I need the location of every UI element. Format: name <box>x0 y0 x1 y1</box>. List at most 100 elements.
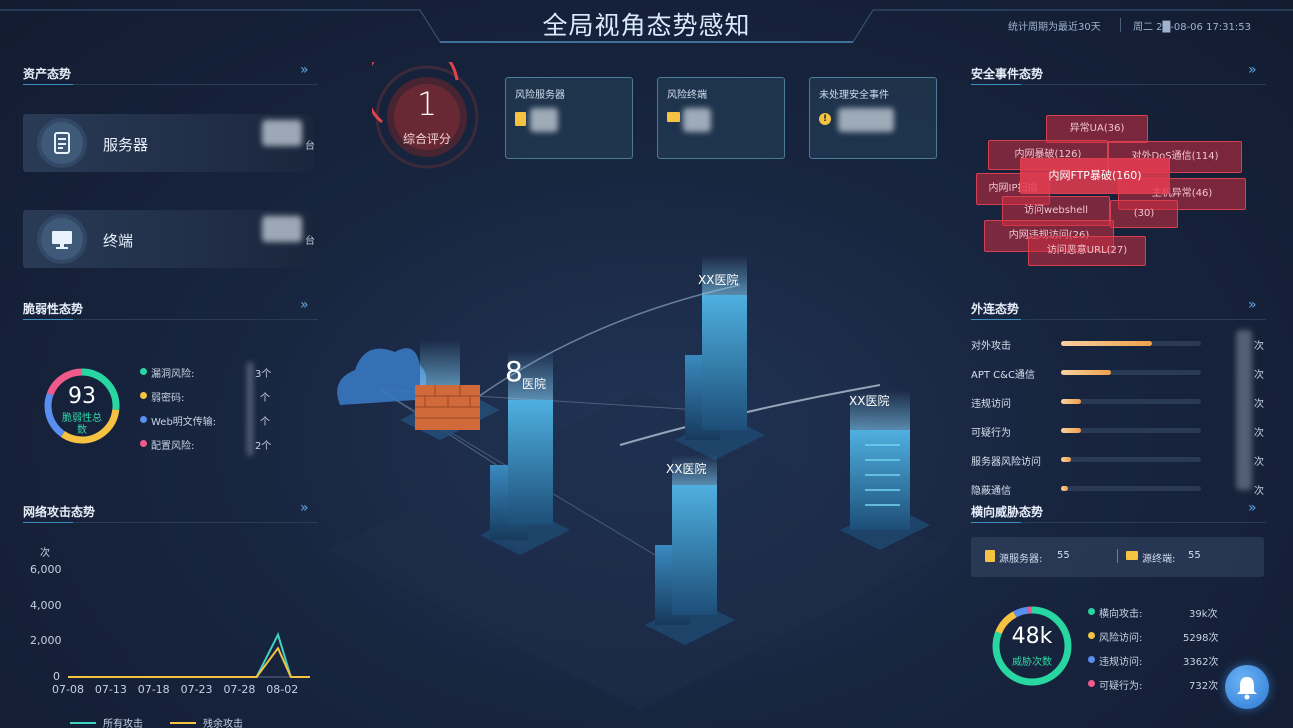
event-tag-highlight[interactable]: 内网FTP暴破(160) <box>1020 158 1170 194</box>
server-unit: 台 <box>305 141 315 152</box>
score-value: 1 <box>416 85 438 123</box>
lateral-legend-dot <box>1088 632 1095 639</box>
vuln-item-value: 2个 <box>255 441 272 452</box>
hospital-label[interactable]: XX医院 <box>849 394 890 408</box>
page-title: 全局视角态势感知 <box>542 11 751 40</box>
outbound-item-label: 隐蔽通信 <box>971 486 1011 497</box>
hospital-label[interactable]: 医院 <box>522 377 547 391</box>
threat-total-value: 48k <box>1011 624 1053 649</box>
monitor-icon <box>41 218 83 260</box>
server-tower-icon <box>850 430 910 530</box>
lateral-legend-dot <box>1088 656 1095 663</box>
vuln-values-redacted <box>247 362 253 456</box>
risk-box-label: 风险终端 <box>667 90 707 101</box>
attack-y-unit: 次 <box>40 548 50 559</box>
vuln-label-line2: 数 <box>77 425 87 436</box>
vuln-item-label: 弱密码: <box>151 393 185 404</box>
building-icon <box>672 485 717 615</box>
vuln-total-value: 93 <box>68 384 96 409</box>
vuln-item-value: 个 <box>260 393 270 404</box>
server-icon <box>985 550 995 562</box>
server-icon <box>41 122 83 164</box>
lateral-item-value: 732次 <box>1189 681 1219 692</box>
legend-all-swatch <box>70 722 96 724</box>
lateral-legend-dot <box>1088 680 1095 687</box>
unhandled-events-redacted <box>838 108 894 132</box>
lateral-item-value: 5298次 <box>1183 633 1219 644</box>
x-tick: 07-13 <box>94 683 127 696</box>
outbound-item-unit: 次 <box>1254 486 1264 497</box>
cloud-icon <box>337 348 427 405</box>
monitor-icon <box>667 112 680 122</box>
attack-more-icon[interactable]: » <box>300 500 309 516</box>
legend-other-swatch <box>170 722 196 724</box>
outbound-item-label: 对外攻击 <box>971 341 1011 352</box>
events-more-icon[interactable]: » <box>1248 62 1257 78</box>
legend-other-label: 残余攻击 <box>203 719 243 728</box>
network-topology-scene <box>330 255 950 710</box>
outbound-bar-track <box>1061 486 1201 491</box>
server-count-redacted <box>262 120 302 146</box>
floor-plane <box>330 390 950 710</box>
outbound-bar-track <box>1061 370 1201 375</box>
vuln-item-label: 配置风险: <box>151 441 195 452</box>
hospital-label[interactable]: XX医院 <box>666 462 707 476</box>
asset-more-icon[interactable]: » <box>300 62 309 78</box>
vuln-legend-dot <box>140 440 147 447</box>
lateral-legend-dot <box>1088 608 1095 615</box>
lateral-item-value: 3362次 <box>1183 657 1219 668</box>
event-tag[interactable]: 异常UA(36) <box>1046 115 1148 143</box>
risk-box-label: 风险服务器 <box>515 90 565 101</box>
vuln-label-line1: 脆弱性总 <box>62 413 102 424</box>
building-icon <box>702 295 747 430</box>
vuln-legend-dot <box>140 392 147 399</box>
stat-period: 统计周期为最近30天 <box>1008 22 1101 33</box>
event-tag[interactable]: (30) <box>1110 200 1178 228</box>
header-divider <box>1120 18 1121 32</box>
lateral-item-value: 39k次 <box>1189 609 1218 620</box>
server-label: 服务器 <box>103 136 149 154</box>
vuln-legend-dot <box>140 416 147 423</box>
y-tick: 2,000 <box>30 634 62 647</box>
outbound-item-unit: 次 <box>1254 341 1264 352</box>
attack-section-title: 网络攻击态势 <box>23 505 96 519</box>
date-time: 周二 2█-08-06 17:31:53 <box>1133 22 1251 33</box>
notification-button[interactable] <box>1225 665 1269 709</box>
monitor-icon <box>1126 551 1138 560</box>
risk-server-box[interactable] <box>505 77 633 159</box>
building-icon <box>508 400 553 525</box>
y-tick: 0 <box>53 670 60 683</box>
x-tick: 07-23 <box>180 683 213 696</box>
hospital-count-label[interactable]: 8 <box>505 355 523 388</box>
threat-gauge <box>992 606 1072 686</box>
outbound-bar-fill <box>1061 486 1068 491</box>
legend-all-label: 所有攻击 <box>103 719 143 728</box>
vuln-section-title: 脆弱性态势 <box>23 302 84 316</box>
outbound-bar-fill <box>1061 428 1081 433</box>
score-label: 综合评分 <box>402 132 451 146</box>
outbound-bar-fill <box>1061 457 1071 462</box>
risk-box-label: 未处理安全事件 <box>819 90 889 101</box>
src-terminal-value: 55 <box>1188 550 1201 561</box>
x-tick: 07-18 <box>137 683 170 696</box>
lateral-section-title: 横向威胁态势 <box>971 505 1044 519</box>
attack-line-chart <box>68 632 310 678</box>
outbound-item-label: 服务器风险访问 <box>971 457 1041 468</box>
score-gauge <box>372 62 479 169</box>
vuln-legend-dot <box>140 368 147 375</box>
lateral-more-icon[interactable]: » <box>1248 500 1257 516</box>
event-tag[interactable]: 访问恶意URL(27) <box>1028 236 1146 266</box>
outbound-values-redacted <box>1236 330 1252 490</box>
outbound-item-unit: 次 <box>1254 370 1264 381</box>
outbound-bar-track <box>1061 428 1201 433</box>
source-divider <box>1117 549 1118 563</box>
asset-section-title: 资产态势 <box>23 67 72 81</box>
x-tick: 07-08 <box>52 683 84 696</box>
outbound-bar-track <box>1061 399 1201 404</box>
lateral-item-label: 风险访问: <box>1099 633 1143 644</box>
vuln-more-icon[interactable]: » <box>300 297 309 313</box>
outbound-more-icon[interactable]: » <box>1248 297 1257 313</box>
threat-total-label: 威胁次数 <box>1012 657 1052 668</box>
outbound-bar-fill <box>1061 370 1112 375</box>
hospital-label[interactable]: XX医院 <box>698 273 739 287</box>
